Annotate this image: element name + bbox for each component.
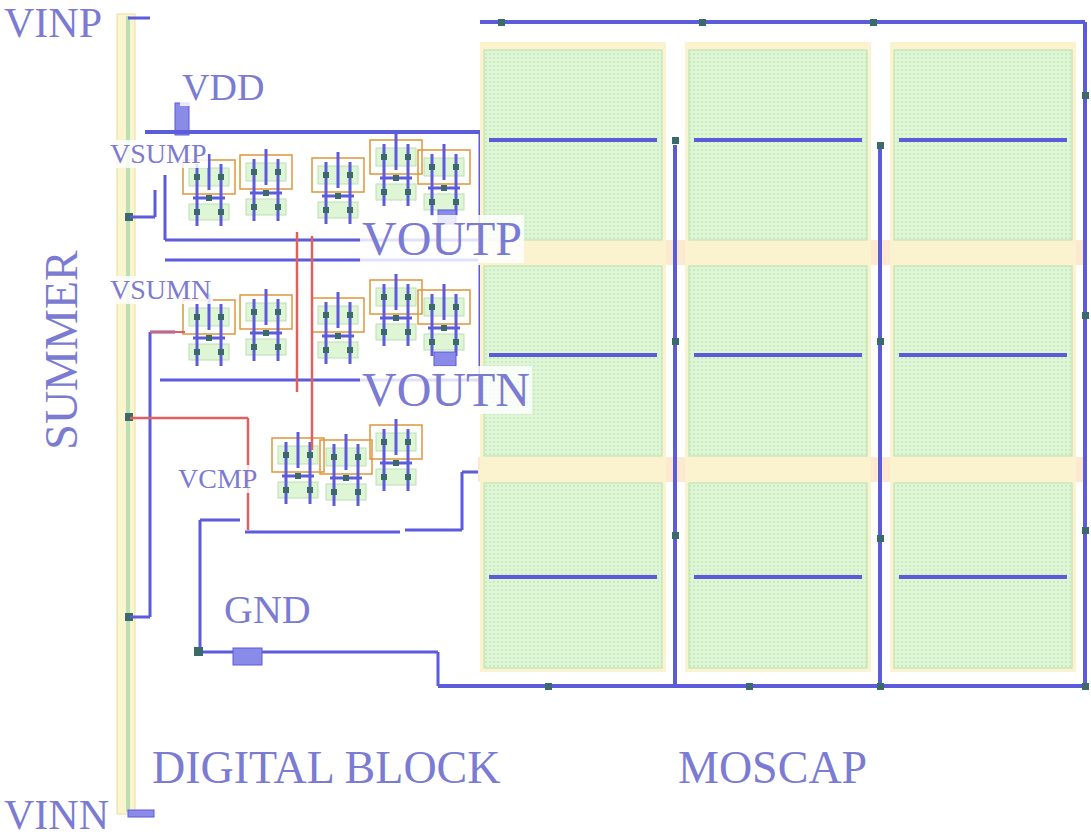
- signal-name: VSUMN: [108, 276, 213, 304]
- pin-name: VINN: [2, 794, 111, 836]
- signal-name: VOUTP: [360, 215, 524, 263]
- signal-name: VSUMP: [108, 140, 208, 168]
- pin-name: VINP: [2, 2, 104, 44]
- signal-name: VCMP: [176, 465, 259, 493]
- block-name: DIGITAL BLOCK: [150, 745, 503, 791]
- pin-name: VDD: [180, 68, 266, 106]
- signal-name: VOUTN: [360, 366, 532, 414]
- block-name: SUMMER: [39, 248, 85, 451]
- pin-name: GND: [222, 590, 313, 630]
- block-name: MOSCAP: [676, 745, 869, 791]
